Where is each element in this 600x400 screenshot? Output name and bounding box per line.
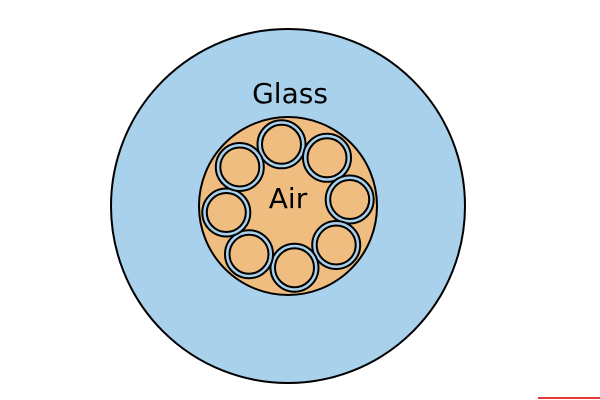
capillary-tube	[302, 132, 352, 183]
capillary-hole	[329, 179, 371, 220]
capillary-hole	[274, 247, 315, 289]
capillary-hole	[315, 224, 357, 266]
capillary-tube	[214, 142, 265, 192]
capillary-tube	[256, 119, 307, 170]
capillary-tube	[311, 220, 362, 270]
capillary-hole	[306, 137, 348, 179]
capillary-tube	[224, 229, 274, 280]
glass-label: Glass	[252, 77, 328, 110]
capillary-ring	[201, 119, 375, 293]
capillary-tube	[201, 187, 252, 238]
capillary-hole	[228, 233, 270, 275]
air-label: Air	[269, 182, 308, 215]
capillary-hole	[261, 123, 302, 165]
capillary-tube	[324, 174, 375, 225]
capillary-hole	[219, 146, 261, 188]
capillary-tube	[269, 242, 320, 293]
capillary-hole	[205, 192, 247, 233]
